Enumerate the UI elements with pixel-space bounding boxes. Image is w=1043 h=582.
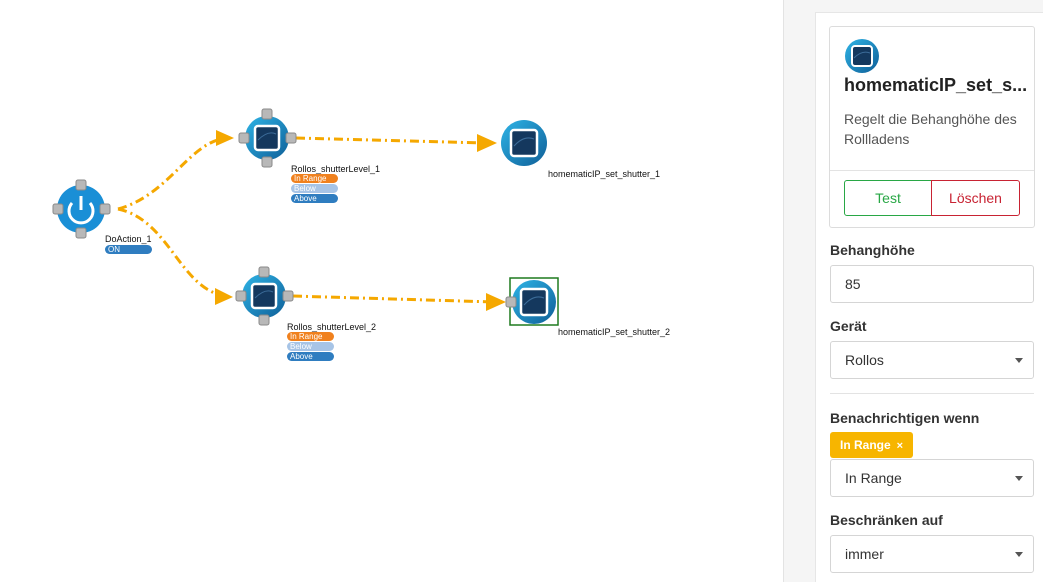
geraet-value: Rollos <box>845 352 884 368</box>
homematic-logo-icon <box>845 39 879 73</box>
benachrichtigen-label: Benachrichtigen wenn <box>830 410 980 426</box>
edge-doaction-to-level2[interactable] <box>117 207 233 305</box>
beschraenken-label: Beschränken auf <box>830 512 943 528</box>
beschraenken-select[interactable]: immer <box>830 535 1034 573</box>
set-shutter-2-node[interactable] <box>505 277 559 326</box>
chevron-down-icon <box>1015 358 1023 363</box>
chevron-down-icon <box>1015 476 1023 481</box>
set-shutter-1-node[interactable] <box>501 120 547 166</box>
shutter-level-2-below[interactable]: Below <box>287 342 334 351</box>
properties-panel: homematicIP_set_s... Regelt die Behanghö… <box>815 12 1043 582</box>
chevron-down-icon <box>1015 552 1023 557</box>
shutter-level-1-label: Rollos_shutterLevel_1 <box>291 164 381 174</box>
shutter-level-1-above[interactable]: Above <box>291 194 338 203</box>
set-shutter-1-label: homematicIP_set_shutter_1 <box>548 169 661 179</box>
doaction-node[interactable] <box>52 179 111 239</box>
benachrichtigen-value: In Range <box>845 470 902 486</box>
test-button[interactable]: Test <box>844 180 932 216</box>
behanghoehe-input[interactable]: 85 <box>830 265 1034 303</box>
in-range-tag-label: In Range <box>840 438 891 452</box>
delete-button[interactable]: Löschen <box>931 180 1020 216</box>
edge-level2-to-shutter2[interactable] <box>292 293 506 311</box>
shutter-level-1-below[interactable]: Below <box>291 184 338 193</box>
flow-canvas[interactable]: DoAction_1 ON Rollos_shutterLevel_1 In R… <box>0 0 783 582</box>
section-divider <box>830 393 1034 394</box>
flow-graph <box>52 108 559 326</box>
edge-doaction-to-level1[interactable] <box>117 130 234 211</box>
beschraenken-value: immer <box>845 546 884 562</box>
shutter-level-1-in-range[interactable]: In Range <box>291 174 338 183</box>
card-divider <box>830 170 1034 171</box>
doaction-on-badge[interactable]: ON <box>105 245 152 254</box>
set-shutter-2-label: homematicIP_set_shutter_2 <box>558 327 671 337</box>
shutter-level-2-in-range[interactable]: In Range <box>287 332 334 341</box>
benachrichtigen-select[interactable]: In Range <box>830 459 1034 497</box>
geraet-label: Gerät <box>830 318 867 334</box>
geraet-select[interactable]: Rollos <box>830 341 1034 379</box>
node-info-card: homematicIP_set_s... Regelt die Behanghö… <box>829 26 1035 228</box>
node-description: Regelt die Behanghöhe des Rollladens <box>844 111 1017 147</box>
doaction-label: DoAction_1 <box>105 234 152 244</box>
behanghoehe-label: Behanghöhe <box>830 242 915 258</box>
shutter-level-1-node[interactable] <box>238 108 297 168</box>
close-icon[interactable]: × <box>896 440 904 452</box>
edge-level1-to-shutter1[interactable] <box>295 134 497 152</box>
node-title: homematicIP_set_s... <box>844 75 1028 95</box>
in-range-tag[interactable]: In Range × <box>830 432 914 458</box>
shutter-level-2-node[interactable] <box>235 266 294 326</box>
shutter-level-2-above[interactable]: Above <box>287 352 334 361</box>
shutter-level-2-label: Rollos_shutterLevel_2 <box>287 322 377 332</box>
